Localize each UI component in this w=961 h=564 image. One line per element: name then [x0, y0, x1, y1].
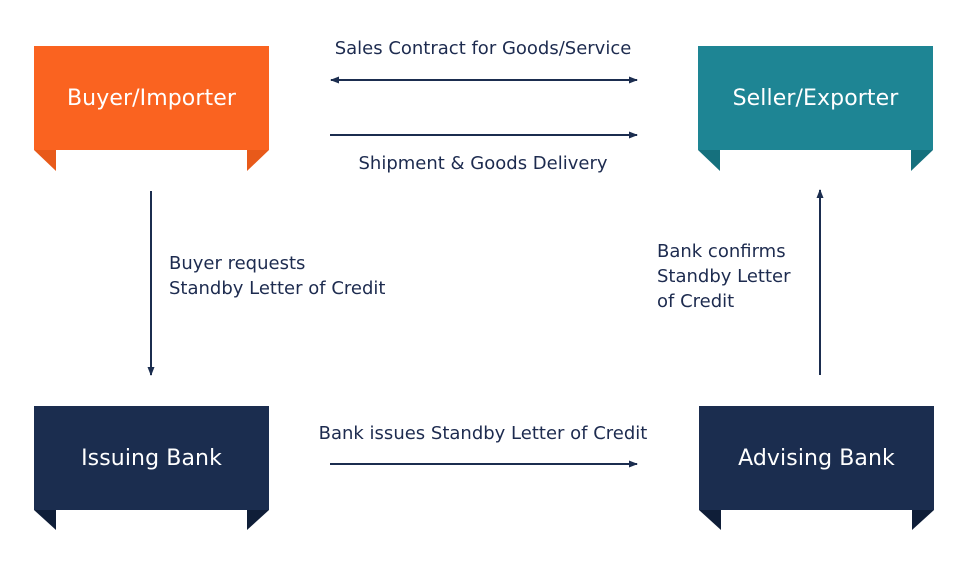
- bank-issues-label: Bank issues Standby Letter of Credit: [318, 423, 648, 444]
- issuing-fold-right: [247, 510, 269, 530]
- advising-fold-right: [912, 510, 934, 530]
- shipment-label: Shipment & Goods Delivery: [358, 153, 608, 174]
- advising-bank-box: Advising Bank: [699, 406, 934, 510]
- buyer-fold-right: [247, 150, 269, 171]
- buyer-requests-label: Buyer requests Standby Letter of Credit: [169, 253, 386, 299]
- buyer-importer-box: Buyer/Importer: [34, 46, 269, 150]
- advising-fold-left: [699, 510, 721, 530]
- issuing-fold-left: [34, 510, 56, 530]
- issuing-bank-label: Issuing Bank: [81, 445, 222, 471]
- buyer-fold-left: [34, 150, 56, 171]
- issuing-bank-box: Issuing Bank: [34, 406, 269, 510]
- seller-fold-right: [911, 150, 933, 171]
- advising-bank-label: Advising Bank: [738, 445, 895, 471]
- sales-contract-label: Sales Contract for Goods/Service: [334, 38, 632, 59]
- seller-fold-left: [698, 150, 720, 171]
- seller-exporter-box: Seller/Exporter: [698, 46, 933, 150]
- buyer-importer-label: Buyer/Importer: [66, 85, 237, 111]
- seller-exporter-label: Seller/Exporter: [732, 85, 899, 111]
- bank-confirms-label: Bank confirms Standby Letter of Credit: [657, 241, 791, 312]
